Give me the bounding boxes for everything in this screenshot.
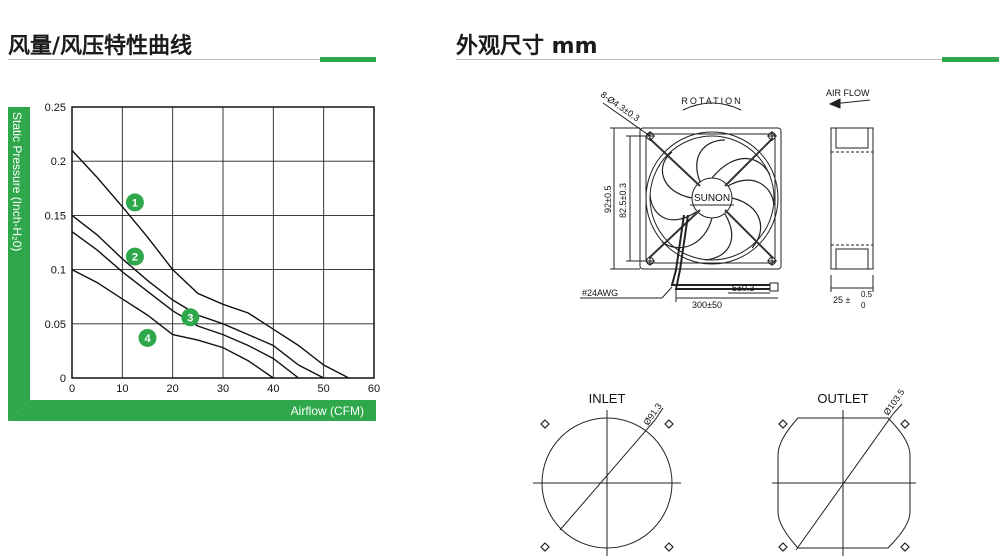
series-marker-label: 4 bbox=[144, 333, 151, 345]
outlet-title: OUTLET bbox=[817, 391, 868, 406]
x-tick-label: 60 bbox=[368, 383, 380, 395]
series-marker-label: 1 bbox=[132, 197, 138, 209]
hole-spacing-label: 82.5±0.3 bbox=[618, 183, 628, 218]
series-line-4 bbox=[71, 268, 274, 379]
left-section-title: 风量/风压特性曲线 bbox=[8, 34, 193, 59]
series-marker-1 bbox=[125, 193, 144, 212]
outlet-view bbox=[772, 403, 916, 556]
rotation-label: ROTATION bbox=[681, 96, 742, 106]
x-tick-label: 20 bbox=[167, 383, 179, 395]
outer-dimension-label: 92±0.5 bbox=[603, 186, 613, 213]
y-tick-label: 0 bbox=[60, 373, 66, 385]
series-marker-label: 2 bbox=[132, 252, 138, 264]
y-axis-band bbox=[8, 107, 30, 421]
strip-length-label: 5±0.3 bbox=[732, 283, 754, 293]
brand-label: SUNON bbox=[694, 193, 730, 204]
wire-gauge-label: #24AWG bbox=[582, 288, 618, 298]
left-title-accent bbox=[320, 57, 376, 62]
x-axis-label: Airflow (CFM) bbox=[291, 404, 364, 418]
left-title-rule bbox=[8, 59, 376, 60]
y-tick-label: 0.05 bbox=[45, 319, 66, 331]
y-axis-label: Static Pressure (Inch-H₂0) bbox=[10, 112, 24, 251]
right-title-accent bbox=[942, 57, 999, 62]
inlet-view bbox=[533, 407, 681, 556]
y-tick-label: 0.1 bbox=[51, 265, 66, 277]
thickness-label: 25 ± bbox=[833, 295, 851, 305]
series-marker-label: 3 bbox=[187, 312, 193, 324]
hole-label: 8-Ø4.3±0.3 bbox=[599, 89, 642, 123]
fan-side-view bbox=[828, 98, 874, 292]
series-marker-4 bbox=[138, 328, 157, 347]
series-line-1 bbox=[71, 149, 350, 379]
airflow-direction-label: AIR FLOW bbox=[826, 88, 870, 98]
x-tick-label: 30 bbox=[217, 383, 229, 395]
x-tick-label: 0 bbox=[69, 383, 75, 395]
thickness-tolerance-lower: 0 bbox=[861, 301, 866, 310]
x-axis-band bbox=[8, 400, 376, 421]
x-tick-label: 10 bbox=[116, 383, 128, 395]
fan-front-view: SUNON bbox=[580, 102, 782, 302]
y-tick-label: 0.2 bbox=[51, 156, 66, 168]
series-marker-2 bbox=[125, 247, 144, 266]
series-marker-3 bbox=[181, 308, 200, 327]
lead-length-label: 300±50 bbox=[692, 300, 722, 310]
x-tick-label: 50 bbox=[318, 383, 330, 395]
y-tick-label: 0.15 bbox=[45, 210, 66, 222]
right-section-title: 外观尺寸 mm bbox=[456, 34, 598, 59]
inlet-title: INLET bbox=[589, 391, 626, 406]
right-title-rule bbox=[456, 59, 999, 60]
y-tick-label: 0.25 bbox=[45, 102, 66, 114]
x-tick-label: 40 bbox=[267, 383, 279, 395]
thickness-tolerance-upper: 0.5 bbox=[861, 290, 873, 299]
